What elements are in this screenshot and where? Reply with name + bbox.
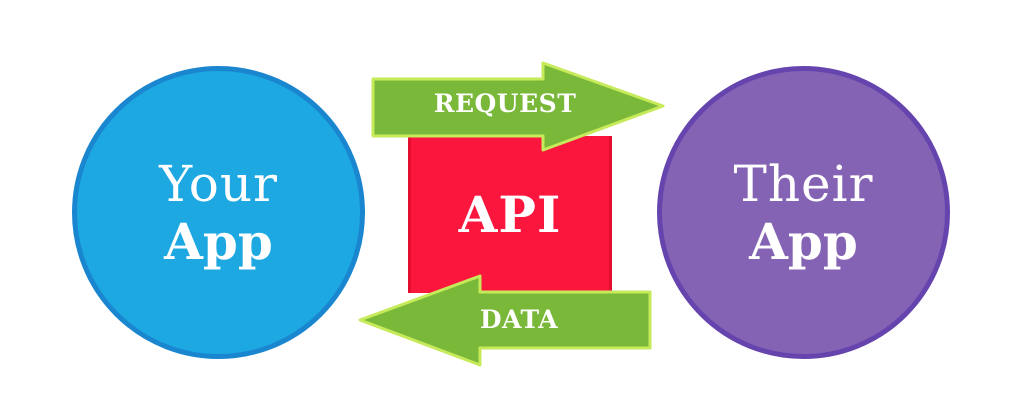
their-app-label-line1: Their <box>733 154 874 213</box>
api-box: API <box>408 136 612 293</box>
their-app-label-line2: App <box>749 211 858 271</box>
your-app-label-line2: App <box>164 211 273 271</box>
your-app-circle: Your App <box>72 66 365 359</box>
data-arrow-label: DATA <box>479 305 559 334</box>
request-arrow-label: REQUEST <box>433 89 577 118</box>
your-app-label-line1: Your <box>159 154 278 213</box>
api-label: API <box>458 185 562 244</box>
their-app-circle: Their App <box>657 66 950 359</box>
